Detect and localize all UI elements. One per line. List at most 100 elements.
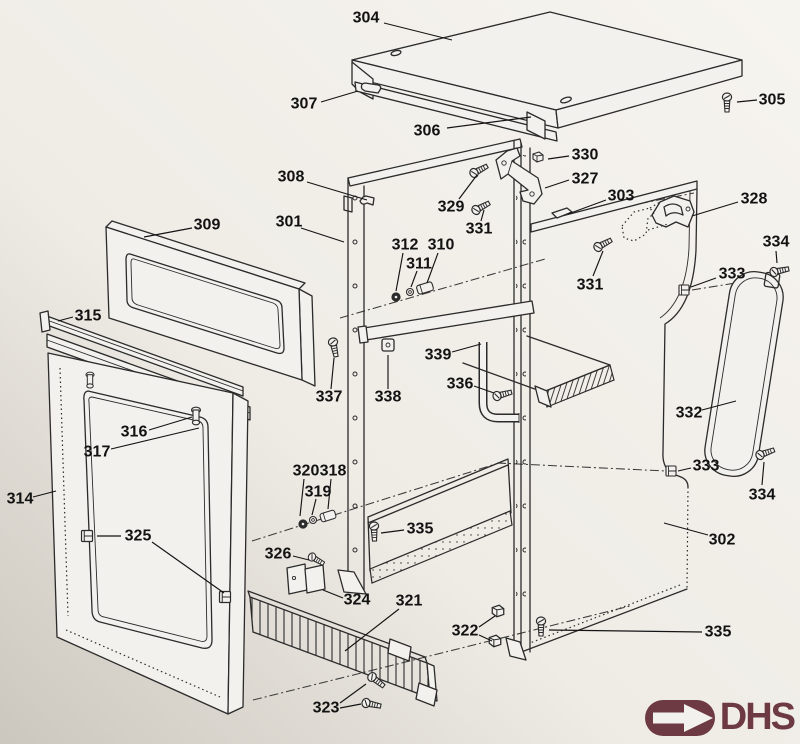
leader-line-310 — [426, 252, 439, 284]
leader-line-308 — [306, 181, 368, 201]
grommet-312 — [391, 292, 401, 302]
part-label-303: 303 — [608, 188, 635, 205]
bracket-327-fold — [507, 160, 513, 175]
leader-line-326 — [292, 555, 310, 561]
part-label-309: 309 — [194, 217, 221, 234]
leader-line-339 — [451, 343, 482, 353]
dhs-arrow-icon — [644, 700, 715, 736]
bracket-324-plate-b — [304, 564, 326, 594]
bracket-328-hole — [685, 206, 691, 212]
bracket-328 — [651, 195, 695, 228]
hinge-bolt-right-316-317 — [190, 406, 202, 426]
part-label-331-upper: 331 — [466, 221, 493, 238]
part-label-330: 330 — [572, 147, 599, 164]
strip-315-groove — [43, 318, 244, 392]
part-label-334-upper: 334 — [763, 234, 790, 251]
part-label-318: 318 — [320, 463, 347, 480]
part-label-336: 336 — [447, 376, 474, 393]
part-label-320: 320 — [293, 463, 320, 480]
door-314 — [47, 352, 249, 715]
leader-line-336 — [473, 385, 495, 394]
leader-line-316 — [148, 416, 193, 431]
worktop-hole — [390, 49, 402, 57]
rail-306-foot — [526, 111, 546, 140]
leader-line-332 — [701, 400, 737, 411]
part-label-325: 325 — [125, 528, 152, 545]
leader-line-322 — [478, 615, 496, 628]
right-front-rail — [505, 140, 531, 661]
part-label-333-upper: 333 — [719, 266, 746, 283]
leader-line-309 — [143, 227, 193, 238]
mid-structure — [286, 280, 615, 595]
part-label-328: 328 — [741, 191, 768, 208]
leader-line-311 — [410, 270, 418, 288]
grommet-320 — [298, 519, 308, 529]
part-label-327: 327 — [572, 171, 599, 188]
leader-line-305 — [736, 99, 758, 103]
part-label-306: 306 — [414, 123, 441, 140]
grille-block — [387, 638, 412, 662]
bracket-327-hole-a — [501, 160, 507, 166]
part-label-322: 322 — [452, 623, 479, 640]
panel-301-foot — [337, 569, 367, 595]
part-label-307: 307 — [291, 96, 318, 113]
leader-line-317 — [110, 427, 200, 450]
panel-301-top-edge — [347, 138, 523, 187]
door-frame-dotted — [59, 367, 221, 698]
leader-line-323 — [339, 683, 367, 704]
door-side-face — [227, 392, 249, 715]
left-panel-301 — [337, 138, 523, 595]
cover-332-outline — [704, 270, 784, 478]
leader-line-322-1 — [478, 634, 493, 642]
right-rail-foot — [505, 637, 527, 661]
leader-line-335-mid — [380, 529, 405, 534]
leader-line-306 — [446, 116, 532, 129]
part-label-335-right: 335 — [705, 624, 732, 641]
leader-line-337 — [330, 357, 335, 390]
part-label-305: 305 — [759, 92, 786, 109]
shelf-end-cap — [534, 385, 552, 408]
leader-line-321 — [344, 608, 400, 652]
leader-line-324 — [322, 589, 344, 599]
vent-grille-321 — [247, 590, 438, 712]
bracket-324-hole — [291, 575, 297, 581]
nut-338 — [381, 338, 395, 352]
part-label-331-right: 331 — [577, 277, 604, 294]
leader-line-334-upper — [775, 250, 778, 264]
leader-line-312 — [395, 252, 404, 292]
bracket-324-plate-a — [286, 563, 308, 595]
part-label-301: 301 — [276, 214, 303, 231]
back-panel-right-edge — [662, 188, 698, 488]
part-label-319: 319 — [305, 484, 332, 501]
base-tray-front — [369, 510, 513, 584]
panel-301-front-rail — [347, 177, 365, 593]
leader-line-318 — [327, 478, 332, 510]
worktop-304 — [351, 11, 743, 142]
support-tube-core — [480, 342, 519, 421]
part-label-323: 323 — [313, 700, 340, 717]
leader-line-303 — [567, 199, 607, 215]
leader-line-325-1 — [151, 541, 225, 594]
bracket-308 — [359, 195, 375, 206]
part-label-339: 339 — [425, 347, 452, 364]
part-label-311: 311 — [406, 256, 432, 273]
leader-line-320 — [299, 478, 305, 517]
panel-301-flange — [343, 195, 353, 213]
front-rail-306 — [354, 81, 558, 142]
part-label-317: 317 — [84, 444, 111, 461]
washer-311 — [405, 287, 415, 297]
leader-line-327 — [544, 179, 570, 189]
panel-302-dotted-edge — [686, 486, 689, 589]
leader-line-304 — [383, 22, 453, 41]
part-label-302: 302 — [709, 532, 736, 549]
leader-line-323-1 — [339, 703, 362, 709]
cover-332-inner — [710, 277, 778, 471]
part-label-321: 321 — [396, 593, 423, 610]
clip-333-lower — [665, 465, 677, 477]
part-label-332: 332 — [676, 405, 703, 422]
part-label-316: 316 — [121, 424, 148, 441]
bracket-328-slot — [663, 203, 684, 217]
leader-line-328 — [691, 201, 739, 217]
